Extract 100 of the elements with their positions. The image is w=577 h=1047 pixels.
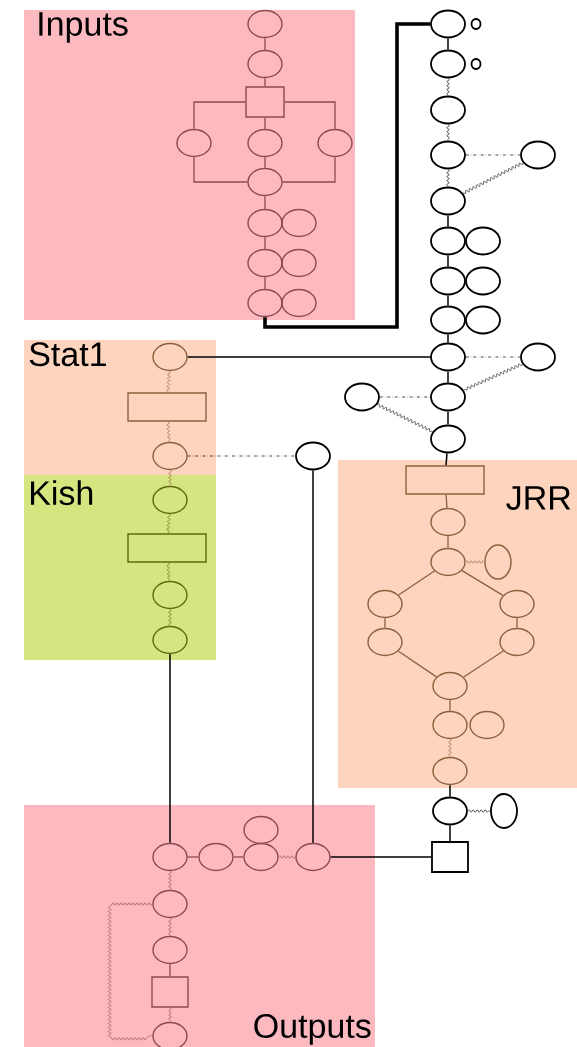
- connector-line: [264, 276, 266, 290]
- ellipse-node: [367, 627, 403, 657]
- ellipse-node: [430, 424, 466, 454]
- ellipse-node: [152, 935, 188, 965]
- wavy-line: [168, 608, 172, 627]
- connector-line: [329, 856, 432, 858]
- connector-line: [449, 784, 451, 798]
- wavy-line: [462, 162, 524, 194]
- rectangle-node: [127, 392, 207, 422]
- wavy-line: [166, 421, 171, 443]
- dotted-line: [465, 356, 521, 358]
- ellipse-node: [152, 441, 188, 471]
- ellipse-node: [247, 167, 283, 197]
- ellipse-node: [430, 305, 466, 335]
- ellipse-node: [344, 382, 380, 412]
- ellipse-node: [430, 266, 466, 296]
- ellipse-node: [243, 842, 279, 872]
- ellipse-node: [432, 796, 468, 826]
- ellipse-node: [465, 226, 501, 256]
- ellipse-node: [432, 756, 468, 786]
- region-band: Stat1: [24, 340, 216, 475]
- ellipse-node: [152, 485, 188, 515]
- ellipse-node: [281, 248, 317, 278]
- connector-line: [193, 101, 246, 130]
- connector-line: [461, 569, 504, 597]
- connector-line: [397, 570, 436, 596]
- ellipse-node: [465, 266, 501, 296]
- connector-line: [264, 156, 266, 169]
- ellipse-node: [430, 382, 466, 412]
- ellipse-node: [152, 342, 188, 372]
- connector-line: [449, 824, 451, 842]
- region-band: Outputs: [24, 805, 375, 1047]
- ellipse-node: [176, 128, 212, 158]
- wavy-line: [168, 870, 172, 891]
- ellipse-node: [295, 842, 331, 872]
- ellipse-node: [520, 140, 556, 170]
- connector-line: [463, 650, 504, 678]
- connector-line: [447, 410, 449, 426]
- wavy-line: [107, 902, 153, 1041]
- wavy-line: [446, 169, 450, 187]
- connector-line: [445, 452, 448, 467]
- ellipse-node: [430, 507, 466, 537]
- wavy-line: [168, 1007, 172, 1023]
- ellipse-node: [430, 140, 466, 170]
- wavy-line: [448, 738, 452, 758]
- wavy-line: [377, 403, 433, 433]
- rectangle-node: [405, 465, 485, 495]
- ellipse-node: [432, 671, 468, 701]
- ellipse-node: [317, 128, 353, 158]
- rectangle-node: [127, 533, 207, 563]
- connector-line: [449, 699, 451, 712]
- ellipse-node: [430, 95, 466, 125]
- ellipse-node: [295, 441, 331, 471]
- ellipse-node: [430, 9, 466, 39]
- wavy-line: [446, 124, 450, 141]
- ellipse-node: [247, 49, 283, 79]
- connector-line: [312, 469, 314, 844]
- connector-line: [169, 963, 171, 977]
- wavy-line: [278, 855, 296, 859]
- connector-line: [447, 370, 449, 384]
- wavy-line: [166, 513, 171, 534]
- ellipse-node: [430, 342, 466, 372]
- ellipse-node: [152, 580, 188, 610]
- connector-line: [447, 37, 449, 51]
- wavy-line: [467, 809, 491, 813]
- ellipse-node: [484, 544, 512, 580]
- ellipse-node: [367, 589, 403, 619]
- region-band: Inputs: [24, 10, 355, 320]
- ellipse-node: [469, 710, 505, 740]
- ellipse-node: [247, 128, 283, 158]
- connector-line: [264, 77, 266, 87]
- ellipse-node: [152, 842, 188, 872]
- ellipse-node: [430, 226, 466, 256]
- connector-line: [284, 101, 336, 130]
- dotted-line: [465, 154, 521, 156]
- ellipse-node: [490, 793, 518, 829]
- connector-line: [384, 617, 386, 629]
- ellipse-node: [243, 815, 279, 845]
- connector-line: [169, 653, 171, 844]
- connector-line: [447, 333, 449, 344]
- connector-line: [445, 494, 448, 509]
- connector-line: [264, 117, 266, 130]
- wavy-line: [465, 560, 485, 564]
- connector-line: [282, 156, 336, 183]
- connector-line: [264, 236, 266, 250]
- ellipse-node: [152, 625, 188, 655]
- square-node: [245, 86, 285, 118]
- ellipse-node: [247, 9, 283, 39]
- region-band: JRR: [338, 460, 577, 788]
- ellipse-node: [247, 288, 283, 318]
- ellipse-node: [430, 547, 466, 577]
- ellipse-node: [499, 589, 535, 619]
- ellipse-node: [465, 305, 501, 335]
- wavy-line: [168, 469, 172, 487]
- wavy-line: [166, 562, 171, 582]
- connector-line: [264, 195, 266, 210]
- ellipse-node: [430, 49, 466, 79]
- connector-line: [447, 214, 449, 228]
- connector-line: [447, 294, 449, 307]
- wavy-line: [463, 363, 523, 391]
